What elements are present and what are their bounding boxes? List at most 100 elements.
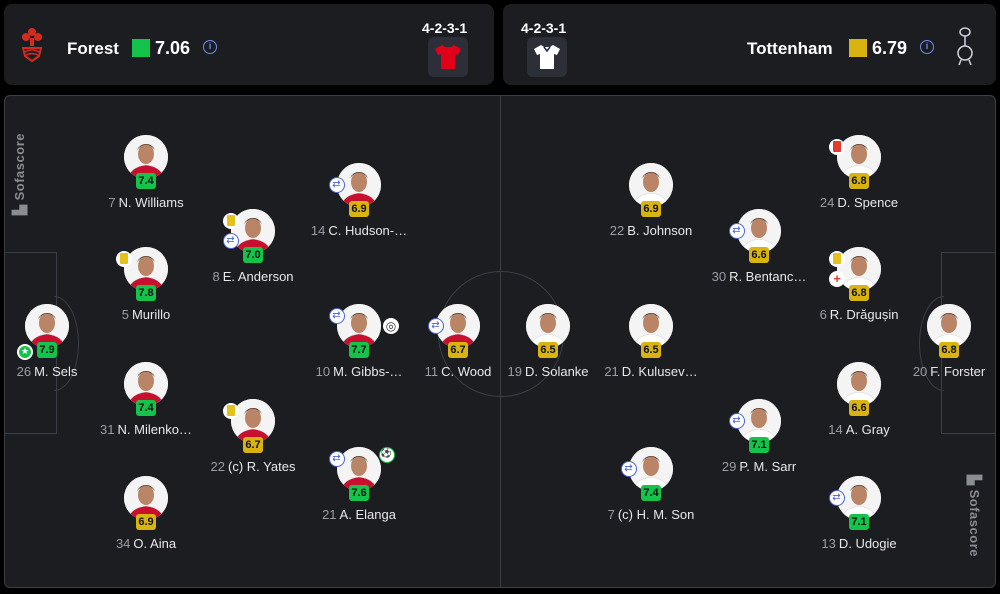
player-number: 26 <box>16 364 32 379</box>
away-kit <box>527 37 567 77</box>
sofascore-watermark-left: ▙ Sofascore <box>11 133 27 215</box>
player-name: D. Solanke <box>524 364 589 379</box>
player-rating: 6.9 <box>641 201 661 217</box>
player-avatar[interactable] <box>927 304 971 348</box>
player-avatar[interactable] <box>124 362 168 406</box>
player-number: 5 <box>121 307 129 322</box>
away-rating-square <box>849 39 867 57</box>
player-name: M. Gibbs-… <box>333 364 403 379</box>
substitution-icon <box>329 308 345 324</box>
player-name: N. Milenko… <box>117 422 192 437</box>
player-rating: 6.5 <box>641 342 661 358</box>
home-team-header: Forest 7.06 i 4-2-3-1 <box>4 4 494 85</box>
player-name: C. Wood <box>441 364 492 379</box>
home-info-icon[interactable]: i <box>203 40 217 54</box>
home-team-rating: 7.06 <box>155 38 191 58</box>
substitution-icon <box>329 177 345 193</box>
player-name: C. Hudson-… <box>328 223 408 238</box>
player-label[interactable]: 7(c) H. M. Son <box>571 507 731 522</box>
sofascore-logo-icon: ▙ <box>966 475 982 490</box>
player-name: Murillo <box>131 307 171 322</box>
player-avatar[interactable] <box>124 135 168 179</box>
player-name: (c) R. Yates <box>228 459 296 474</box>
substitution-icon <box>428 318 444 334</box>
player-name: A. Elanga <box>339 507 396 522</box>
motm-icon <box>17 344 33 360</box>
player-number: 20 <box>912 364 928 379</box>
player-name: D. Udogie <box>838 536 897 551</box>
ball-icon <box>383 318 399 334</box>
player-avatar[interactable] <box>337 304 381 348</box>
player-name: (c) H. M. Son <box>617 507 695 522</box>
player-rating: 7.4 <box>136 400 156 416</box>
player-name: P. M. Sarr <box>739 459 797 474</box>
player-rating: 6.6 <box>849 400 869 416</box>
player-number: 24 <box>819 195 835 210</box>
player-number: 29 <box>721 459 737 474</box>
yellow-card-icon <box>829 251 845 267</box>
player-rating: 7.0 <box>243 247 263 263</box>
away-team-rating: 6.79 <box>872 38 908 58</box>
player-name: F. Forster <box>930 364 986 379</box>
player-number: 8 <box>212 269 220 284</box>
away-team-name[interactable]: Tottenham <box>747 39 833 58</box>
player-rating: 6.8 <box>939 342 959 358</box>
player-number: 34 <box>115 536 131 551</box>
player-name: D. Kulusev… <box>621 364 698 379</box>
player-rating: 6.7 <box>448 342 468 358</box>
home-team-name[interactable]: Forest <box>67 39 119 58</box>
player-rating: 7.4 <box>136 173 156 189</box>
yellow-card-icon <box>116 251 132 267</box>
player-label[interactable]: 22(c) R. Yates <box>173 459 333 474</box>
player-avatar[interactable] <box>124 247 168 291</box>
forest-crest-icon[interactable] <box>21 26 43 66</box>
player-rating: 6.7 <box>243 437 263 453</box>
player-number: 13 <box>821 536 836 551</box>
player-name: D. Spence <box>837 195 899 210</box>
player-avatar[interactable] <box>25 304 69 348</box>
substitution-icon <box>329 451 345 467</box>
player-name: R. Drăgușin <box>829 307 899 322</box>
player-avatar[interactable] <box>837 362 881 406</box>
player-number: 10 <box>315 364 331 379</box>
player-number: 11 <box>424 364 439 379</box>
player-number: 7 <box>108 195 116 210</box>
player-number: 6 <box>819 307 827 322</box>
away-info-icon[interactable]: i <box>920 40 934 54</box>
player-number: 21 <box>322 507 337 522</box>
player-avatar[interactable] <box>231 399 275 443</box>
player-name: O. Aina <box>133 536 177 551</box>
player-rating: 6.6 <box>749 247 769 263</box>
player-avatar[interactable] <box>231 209 275 253</box>
substitution-icon <box>829 490 845 506</box>
home-rating-square <box>132 39 150 57</box>
assist-icon <box>379 447 395 463</box>
home-kit <box>428 37 468 77</box>
player-number: 21 <box>604 364 619 379</box>
player-avatar[interactable] <box>124 476 168 520</box>
tottenham-crest-icon[interactable] <box>956 26 974 66</box>
player-rating: 7.1 <box>749 437 769 453</box>
player-rating: 7.4 <box>641 485 661 501</box>
